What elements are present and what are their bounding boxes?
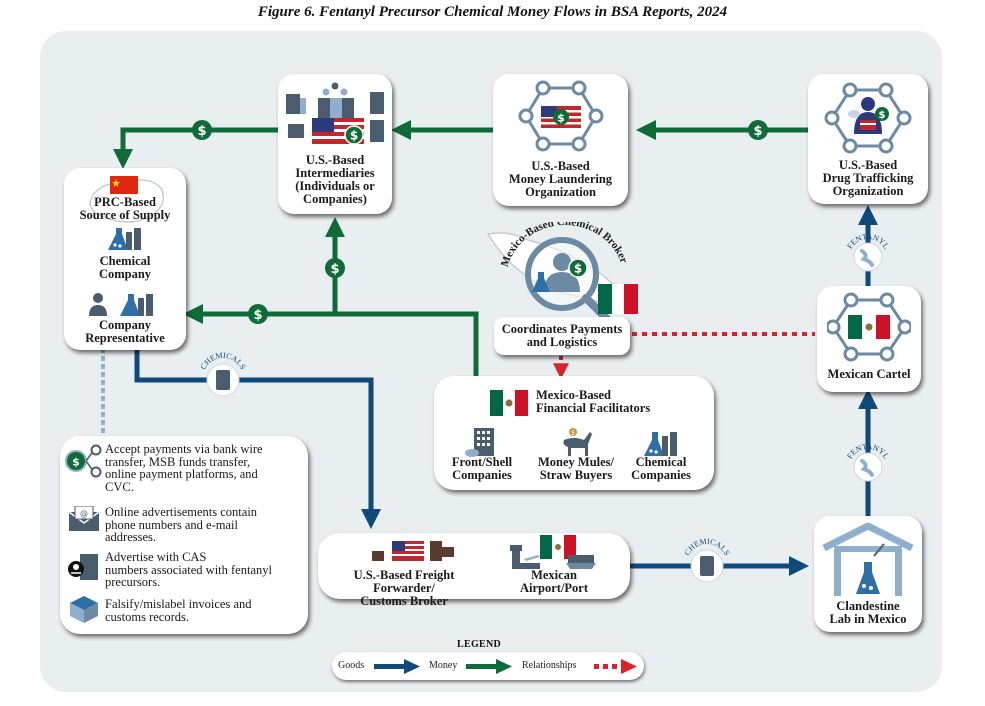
chemical-company-label: Chemical Company xyxy=(98,254,152,281)
money-badge: $ xyxy=(192,120,212,140)
clandestine-lab-label: Clandestine Lab in Mexico xyxy=(829,599,907,626)
svg-text:$: $ xyxy=(72,456,80,469)
facilitator-item-front-shell: Front/Shell Companies xyxy=(451,455,513,482)
svg-text:$: $ xyxy=(197,124,206,139)
legend-relationships-label: Relationships xyxy=(522,660,577,671)
facilitator-item-money-mules: Money Mules/ Straw Buyers xyxy=(537,455,615,482)
email-icon: @ xyxy=(68,506,100,531)
dto-label: U.S.-Based Drug Trafficking Organization xyxy=(822,158,914,198)
mexico-flag-icon xyxy=(490,390,528,416)
figure-title: Figure 6. Fentanyl Precursor Chemical Mo… xyxy=(257,4,728,20)
representative-and-factory-icon xyxy=(89,293,153,316)
freight-boxes-flag-icon xyxy=(372,541,454,561)
goods-flow-prc-to-freight xyxy=(134,348,381,529)
chemical-broker-icon: $ Mexico-Based Chemical Broker xyxy=(486,222,638,324)
china-flag-icon xyxy=(110,176,138,194)
toxic-barrel-icon xyxy=(68,554,98,580)
legend-money-arrow-icon xyxy=(466,659,512,674)
intermediaries-label: U.S.-Based Intermediaries (Individuals o… xyxy=(295,153,375,206)
node-freight-forwarder-and-port[interactable]: U.S.-Based Freight Forwarder/ Customs Br… xyxy=(318,533,630,608)
svg-text:$: $ xyxy=(330,262,339,277)
mexican-airport-port-label: Mexican Airport/Port xyxy=(519,568,589,595)
fentanyl-badge-2: FENTANYL xyxy=(845,442,891,482)
node-prc-source-of-supply[interactable]: PRC-Based Source of Supply Chemical Comp… xyxy=(64,168,186,350)
money-badge: $ xyxy=(325,258,345,278)
drug-network-icon: $ xyxy=(824,82,912,154)
facilitator-item-chemical-companies: Chemical Companies xyxy=(631,455,691,482)
chemicals-badge-1: CHEMICALS xyxy=(198,351,248,397)
node-mexico-financial-facilitators[interactable]: Mexico-Based Financial Facilitators $ Fr… xyxy=(434,376,714,490)
legend-goods-label: Goods xyxy=(338,660,365,671)
facilitators-title: Mexico-Based Financial Facilitators xyxy=(536,388,651,415)
svg-text:$: $ xyxy=(574,262,582,276)
donkey-icon: $ xyxy=(563,428,592,456)
money-badge: $ xyxy=(248,304,268,324)
node-clandestine-lab[interactable]: Clandestine Lab in Mexico xyxy=(814,516,922,632)
airport-port-icon xyxy=(510,535,596,569)
fentanyl-badge-1: FENTANYL xyxy=(845,232,891,272)
svg-text:$: $ xyxy=(753,124,762,139)
node-us-money-laundering-org[interactable]: $ U.S.-Based Money Laundering Organizati… xyxy=(493,74,628,206)
intermediaries-icon: $ xyxy=(286,82,384,144)
money-badge: $ xyxy=(748,120,768,140)
money-flow-facilitators-to-prc xyxy=(183,304,479,378)
box-icon xyxy=(70,596,98,623)
prc-title: PRC-Based Source of Supply xyxy=(79,195,171,222)
svg-text:$: $ xyxy=(350,129,358,143)
cartel-network-icon xyxy=(827,292,911,362)
legend-money-label: Money xyxy=(429,660,458,671)
mlo-label: U.S.-Based Money Laundering Organization xyxy=(508,159,613,199)
cartel-label: Mexican Cartel xyxy=(827,367,911,381)
freight-forwarder-label: U.S.-Based Freight Forwarder/ Customs Br… xyxy=(353,568,455,608)
legend: Goods Money Relationships xyxy=(332,652,644,680)
node-us-intermediaries[interactable]: $ U.S.-Based Intermediaries (Individuals… xyxy=(278,74,392,214)
legend-relationships-arrow-icon xyxy=(594,659,637,674)
legend-goods-arrow-icon xyxy=(374,659,420,674)
tactics-box: $ Accept payments via bank wire transfer… xyxy=(60,436,308,634)
svg-text:$: $ xyxy=(253,308,262,323)
node-us-drug-trafficking-org[interactable]: $ U.S.-Based Drug Trafficking Organizati… xyxy=(808,74,928,204)
chemical-factory-icon xyxy=(644,432,677,456)
legend-title: LEGEND xyxy=(457,639,502,650)
clandestine-lab-icon xyxy=(822,522,914,596)
tactic-cas-numbers: Advertise with CAS numbers associated wi… xyxy=(105,550,272,589)
node-broker-coordinates[interactable]: Coordinates Payments and Logistics xyxy=(494,317,630,355)
company-representative-label: Company Representative xyxy=(85,318,165,345)
chemicals-badge-2: CHEMICALS xyxy=(682,537,732,583)
tactic-falsify-invoices: Falsify/mislabel invoices and customs re… xyxy=(105,597,252,624)
tactic-advertisements: Online advertisements contain phone numb… xyxy=(105,505,258,544)
svg-text:@: @ xyxy=(80,509,88,518)
tactic-payments: Accept payments via bank wire transfer, … xyxy=(105,442,263,494)
svg-text:$: $ xyxy=(571,430,575,437)
svg-text:$: $ xyxy=(879,110,886,121)
building-icon xyxy=(465,428,494,457)
money-flow-intermediaries-to-prc xyxy=(113,127,278,169)
network-flag-icon: $ xyxy=(518,80,604,152)
node-mexican-cartel[interactable]: Mexican Cartel xyxy=(817,286,921,392)
broker-label: Coordinates Payments and Logistics xyxy=(501,322,623,349)
chemical-factory-icon xyxy=(108,228,141,250)
svg-text:$: $ xyxy=(557,112,565,125)
payment-network-icon: $ xyxy=(65,444,102,478)
